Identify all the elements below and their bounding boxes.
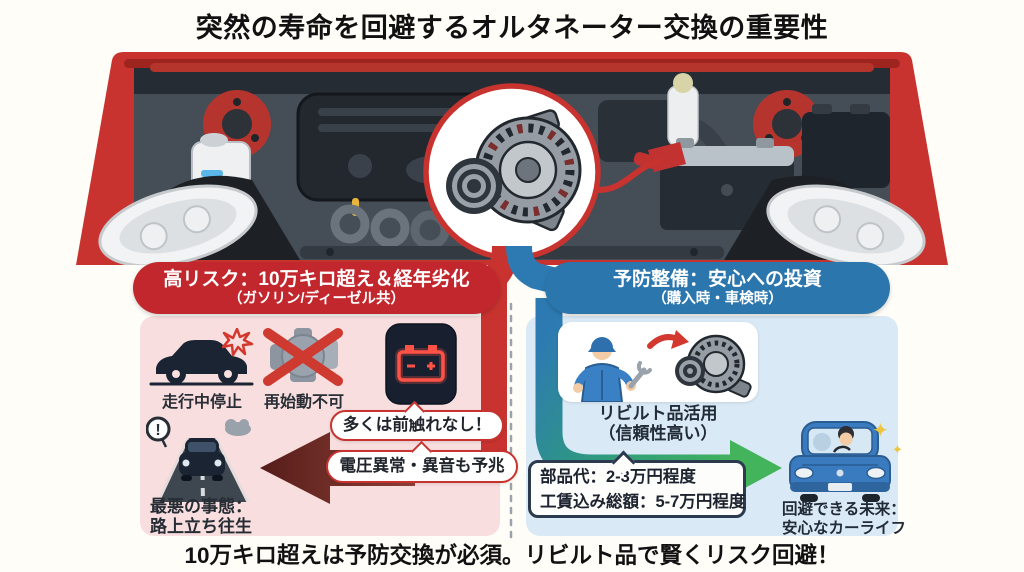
- prevention-header-line1: 予防整備：安心への投資: [612, 268, 822, 290]
- bubble-no-warning-text: 多くは前触れなし！: [342, 416, 492, 434]
- future-line2: 安心なカーライフ: [782, 520, 907, 537]
- rebuilt-line2: （信頼性高い）: [598, 424, 718, 443]
- cost-total: 工賃込み総額：5-7万円程度: [540, 493, 746, 511]
- svg-text:!: !: [155, 422, 160, 439]
- bubble-signs: 電圧異常・異音も予兆: [326, 440, 518, 483]
- battery-warning-light-icon: [385, 323, 457, 405]
- mechanic-with-wrench-icon: [573, 330, 752, 402]
- page-title: 突然の寿命を回避するオルタネーター交換の重要性: [195, 13, 829, 43]
- risk-header-line1: 高リスク：10万キロ超え＆経年劣化: [163, 268, 470, 290]
- cost-parts: 部品代：2-3万円程度: [540, 468, 696, 486]
- car-stranded-on-road-icon: !: [146, 416, 251, 502]
- exclamation-balloon-icon: [146, 416, 171, 442]
- headlight-right: [766, 184, 926, 265]
- alternator-icon: [446, 109, 582, 232]
- headlight-left: [98, 184, 258, 265]
- crash-spark-icon: [221, 328, 254, 357]
- risk-header: 高リスク：10万キロ超え＆経年劣化 （ガソリン/ディーゼル共）: [133, 262, 500, 314]
- footer-message: 10万キロ超えは予防交換が必須。リビルト品で賢くリスク回避！: [184, 543, 840, 568]
- happy-family-car-icon: [789, 421, 891, 502]
- prevention-header: 予防整備：安心への投資 （購入時・車検時）: [545, 262, 890, 314]
- engine-bay-illustration: [76, 52, 948, 265]
- cloud-icon: [225, 419, 251, 436]
- alternator-spotlight: [423, 83, 601, 261]
- label-stop-while-driving: 走行中停止: [161, 394, 242, 411]
- alternator-crossed-out-icon: [263, 328, 343, 386]
- rebuilt-alternator-icon: [675, 334, 752, 398]
- future-label: 回避できる未来： 安心なカーライフ: [782, 500, 906, 538]
- label-no-restart: 再始動不可: [263, 394, 344, 411]
- prevention-header-line2: （購入時・車検時）: [652, 290, 783, 307]
- risk-header-line2: （ガソリン/ディーゼル共）: [227, 290, 405, 307]
- worst-case-line1: 最悪の事態：: [150, 497, 252, 516]
- sparkle-icon: ✦: [872, 420, 889, 442]
- car-breakdown-icon: [149, 328, 254, 386]
- bubble-no-warning: 多くは前触れなし！: [330, 400, 504, 441]
- worst-case-line2: 路上立ち往生: [150, 516, 252, 536]
- worst-case-label: 最悪の事態： 路上立ち往生: [150, 497, 252, 536]
- future-line1: 回避できる未来：: [782, 501, 906, 518]
- rebuilt-line1: リビルト品活用: [598, 404, 718, 423]
- rebuilt-label: リビルト品活用 （信頼性高い）: [552, 404, 764, 444]
- sparkle-icon: ✦: [892, 442, 903, 457]
- cost-box: 部品代：2-3万円程度 工賃込み総額：5-7万円程度: [528, 450, 746, 518]
